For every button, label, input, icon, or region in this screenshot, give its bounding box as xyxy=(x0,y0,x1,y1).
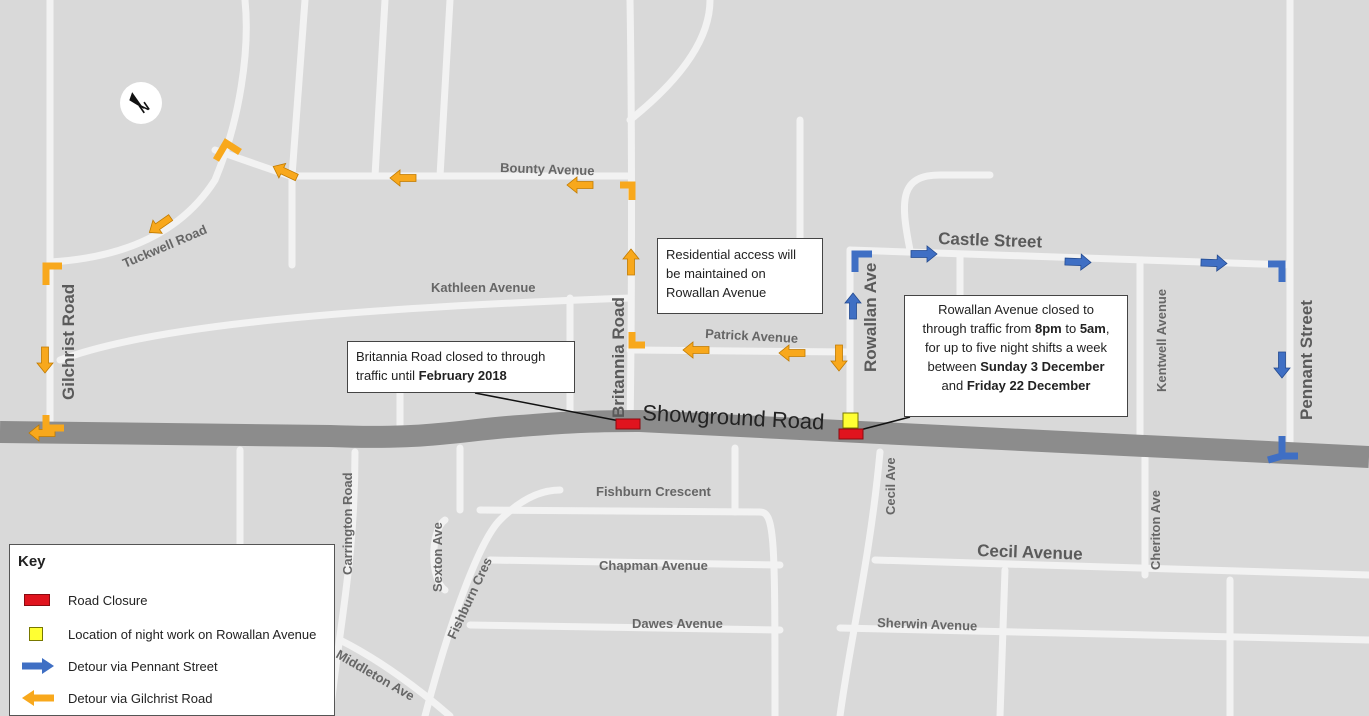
night-work-icon xyxy=(20,623,60,645)
label-kathleen-avenue: Kathleen Avenue xyxy=(431,280,536,295)
minor-roads xyxy=(46,0,1369,716)
rowallan-callout-start-time: 8pm xyxy=(1035,321,1062,336)
north-compass-icon: N xyxy=(120,82,162,124)
legend-label-detour-gilchrist: Detour via Gilchrist Road xyxy=(68,690,213,706)
detour-pennant-corner-arrows xyxy=(851,250,1298,464)
rowallan-callout-line-2: through traffic from 8pm to 5am, xyxy=(913,319,1119,338)
label-castle-street: Castle Street xyxy=(938,229,1043,252)
rowallan-callout-line-3: for up to five night shifts a week xyxy=(924,340,1108,355)
label-rowallan-ave: Rowallan Ave xyxy=(861,263,880,372)
rowallan-callout-line-2-suffix: , xyxy=(1105,321,1110,336)
britannia-closure-callout: Britannia Road closed to through traffic… xyxy=(347,341,575,393)
rowallan-callout-line-1: Rowallan Avenue closed to xyxy=(938,302,1094,317)
residential-callout-line-2: be maintained on xyxy=(666,266,766,281)
orange-arrow-icon xyxy=(20,687,60,709)
rowallan-callout-line-4-prefix: between xyxy=(927,359,981,374)
residential-callout-line-3: Rowallan Avenue xyxy=(666,285,767,300)
rowallan-callout-line-5: and Friday 22 December xyxy=(913,376,1119,395)
label-cecil-avenue: Cecil Avenue xyxy=(977,541,1083,564)
road-closure-icon xyxy=(20,589,60,611)
residential-callout-line-1: Residential access will xyxy=(666,247,797,262)
label-britannia-road: Britannia Road xyxy=(609,297,628,418)
label-gilchrist-road: Gilchrist Road xyxy=(59,284,78,400)
label-kentwell-avenue: Kentwell Avenue xyxy=(1154,289,1169,392)
legend-title: Key xyxy=(18,553,46,570)
rowallan-callout-line-2-mid: to xyxy=(1061,321,1080,336)
legend-item-detour-gilchrist: Detour via Gilchrist Road xyxy=(20,687,213,709)
label-bounty-avenue: Bounty Avenue xyxy=(500,160,595,178)
map-legend: Key Road Closure Location of night work … xyxy=(9,544,335,716)
detour-gilchrist-corner-arrows xyxy=(42,138,645,432)
showground-road-line xyxy=(0,409,1369,468)
label-sexton-ave: Sexton Ave xyxy=(430,522,445,592)
britannia-road-closure xyxy=(615,418,641,430)
rowallan-callout-end-time: 5am xyxy=(1079,321,1106,336)
legend-label-detour-pennant: Detour via Pennant Street xyxy=(68,658,218,674)
britannia-callout-line-1: Britannia Road closed to through xyxy=(356,349,546,364)
label-carrington-road: Carrington Road xyxy=(340,472,355,575)
rowallan-ave-closure xyxy=(838,428,864,440)
britannia-callout-date: February 2018 xyxy=(418,368,507,383)
label-chapman-avenue: Chapman Avenue xyxy=(599,558,708,573)
legend-item-detour-pennant: Detour via Pennant Street xyxy=(20,655,218,677)
rowallan-callout-end-date: Friday 22 December xyxy=(966,378,1091,393)
rowallan-callout-line-4: between Sunday 3 December xyxy=(913,357,1119,376)
rowallan-closure-callout: Rowallan Avenue closed to through traffi… xyxy=(904,295,1128,417)
label-patrick-avenue: Patrick Avenue xyxy=(705,326,799,346)
legend-label-road-closure: Road Closure xyxy=(68,592,148,608)
label-sherwin-avenue: Sherwin Avenue xyxy=(877,615,978,633)
label-dawes-avenue: Dawes Avenue xyxy=(632,616,723,631)
britannia-callout-line-2-prefix: traffic until xyxy=(356,368,419,383)
label-middleton-ave: Middleton Ave xyxy=(334,647,418,704)
label-pennant-street: Pennant Street xyxy=(1297,300,1316,420)
label-fishburn-crescent: Fishburn Crescent xyxy=(596,484,712,499)
legend-item-night-work: Location of night work on Rowallan Avenu… xyxy=(20,623,316,645)
label-cheriton-ave: Cheriton Ave xyxy=(1148,490,1163,570)
rowallan-night-work-location xyxy=(842,412,859,429)
label-cecil-ave: Cecil Ave xyxy=(883,457,898,515)
britannia-callout-line-2: traffic until February 2018 xyxy=(356,366,566,385)
residential-access-callout: Residential access will be maintained on… xyxy=(657,238,823,314)
rowallan-callout-start-date: Sunday 3 December xyxy=(980,359,1105,374)
blue-arrow-icon xyxy=(20,655,60,677)
legend-item-road-closure: Road Closure xyxy=(20,589,148,611)
legend-label-night-work: Location of night work on Rowallan Avenu… xyxy=(68,626,317,642)
rowallan-callout-line-2-prefix: through traffic from xyxy=(922,321,1035,336)
rowallan-callout-line-5-prefix: and xyxy=(941,378,967,393)
